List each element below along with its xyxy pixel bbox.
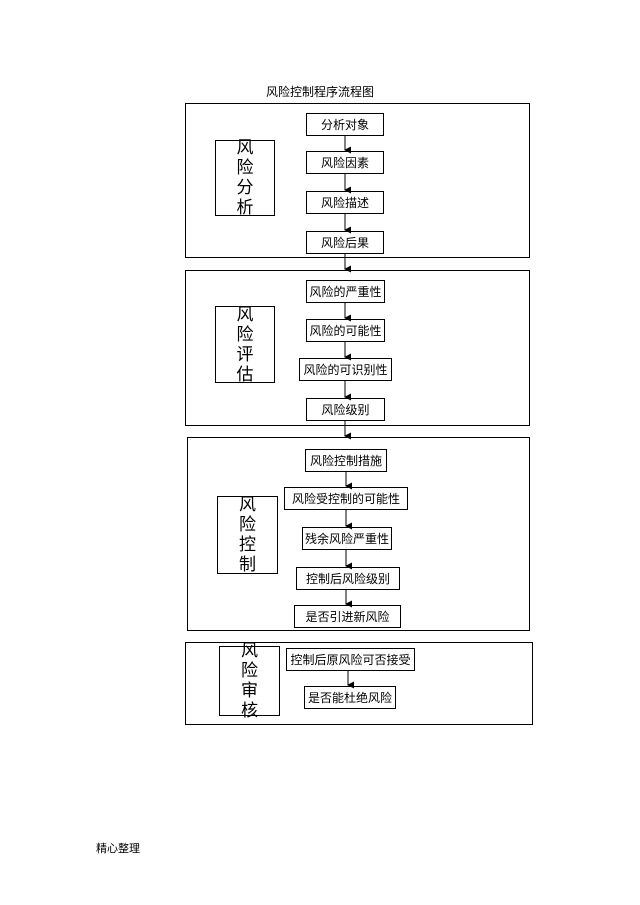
page-title: 风险控制程序流程图 — [265, 85, 374, 99]
step-risk-level: 风险级别 — [306, 398, 385, 421]
section-label-risk-control: 风险控制 — [217, 495, 278, 575]
step-new-risk-introduced: 是否引进新风险 — [294, 605, 401, 628]
step-risk-consequence: 风险后果 — [306, 231, 384, 254]
section-risk-review — [185, 642, 533, 725]
step-risk-factors: 风险因素 — [306, 151, 384, 174]
step-residual-severity: 残余风险严重性 — [302, 527, 392, 550]
step-risk-identifiability: 风险的可识别性 — [299, 358, 392, 381]
step-risk-probability: 风险的可能性 — [306, 319, 385, 342]
step-risk-severity: 风险的严重性 — [306, 280, 385, 303]
step-controlled-probability: 风险受控制的可能性 — [284, 487, 408, 510]
step-post-control-level: 控制后风险级别 — [296, 567, 400, 590]
footer-note: 精心整理 — [96, 842, 140, 855]
step-analysis-object: 分析对象 — [306, 113, 384, 136]
step-risk-description: 风险描述 — [306, 191, 384, 214]
step-eliminate-risk: 是否能杜绝风险 — [304, 686, 396, 709]
section-label-risk-analysis: 风险分析 — [215, 138, 275, 218]
section-label-risk-assessment: 风险评估 — [215, 305, 275, 385]
step-control-measures: 风险控制措施 — [305, 449, 387, 472]
section-risk-analysis — [185, 103, 530, 258]
step-original-risk-acceptable: 控制后原风险可否接受 — [286, 648, 415, 671]
section-risk-control — [187, 437, 530, 631]
section-risk-assessment — [185, 270, 530, 426]
section-label-risk-review: 风险审核 — [219, 641, 280, 721]
